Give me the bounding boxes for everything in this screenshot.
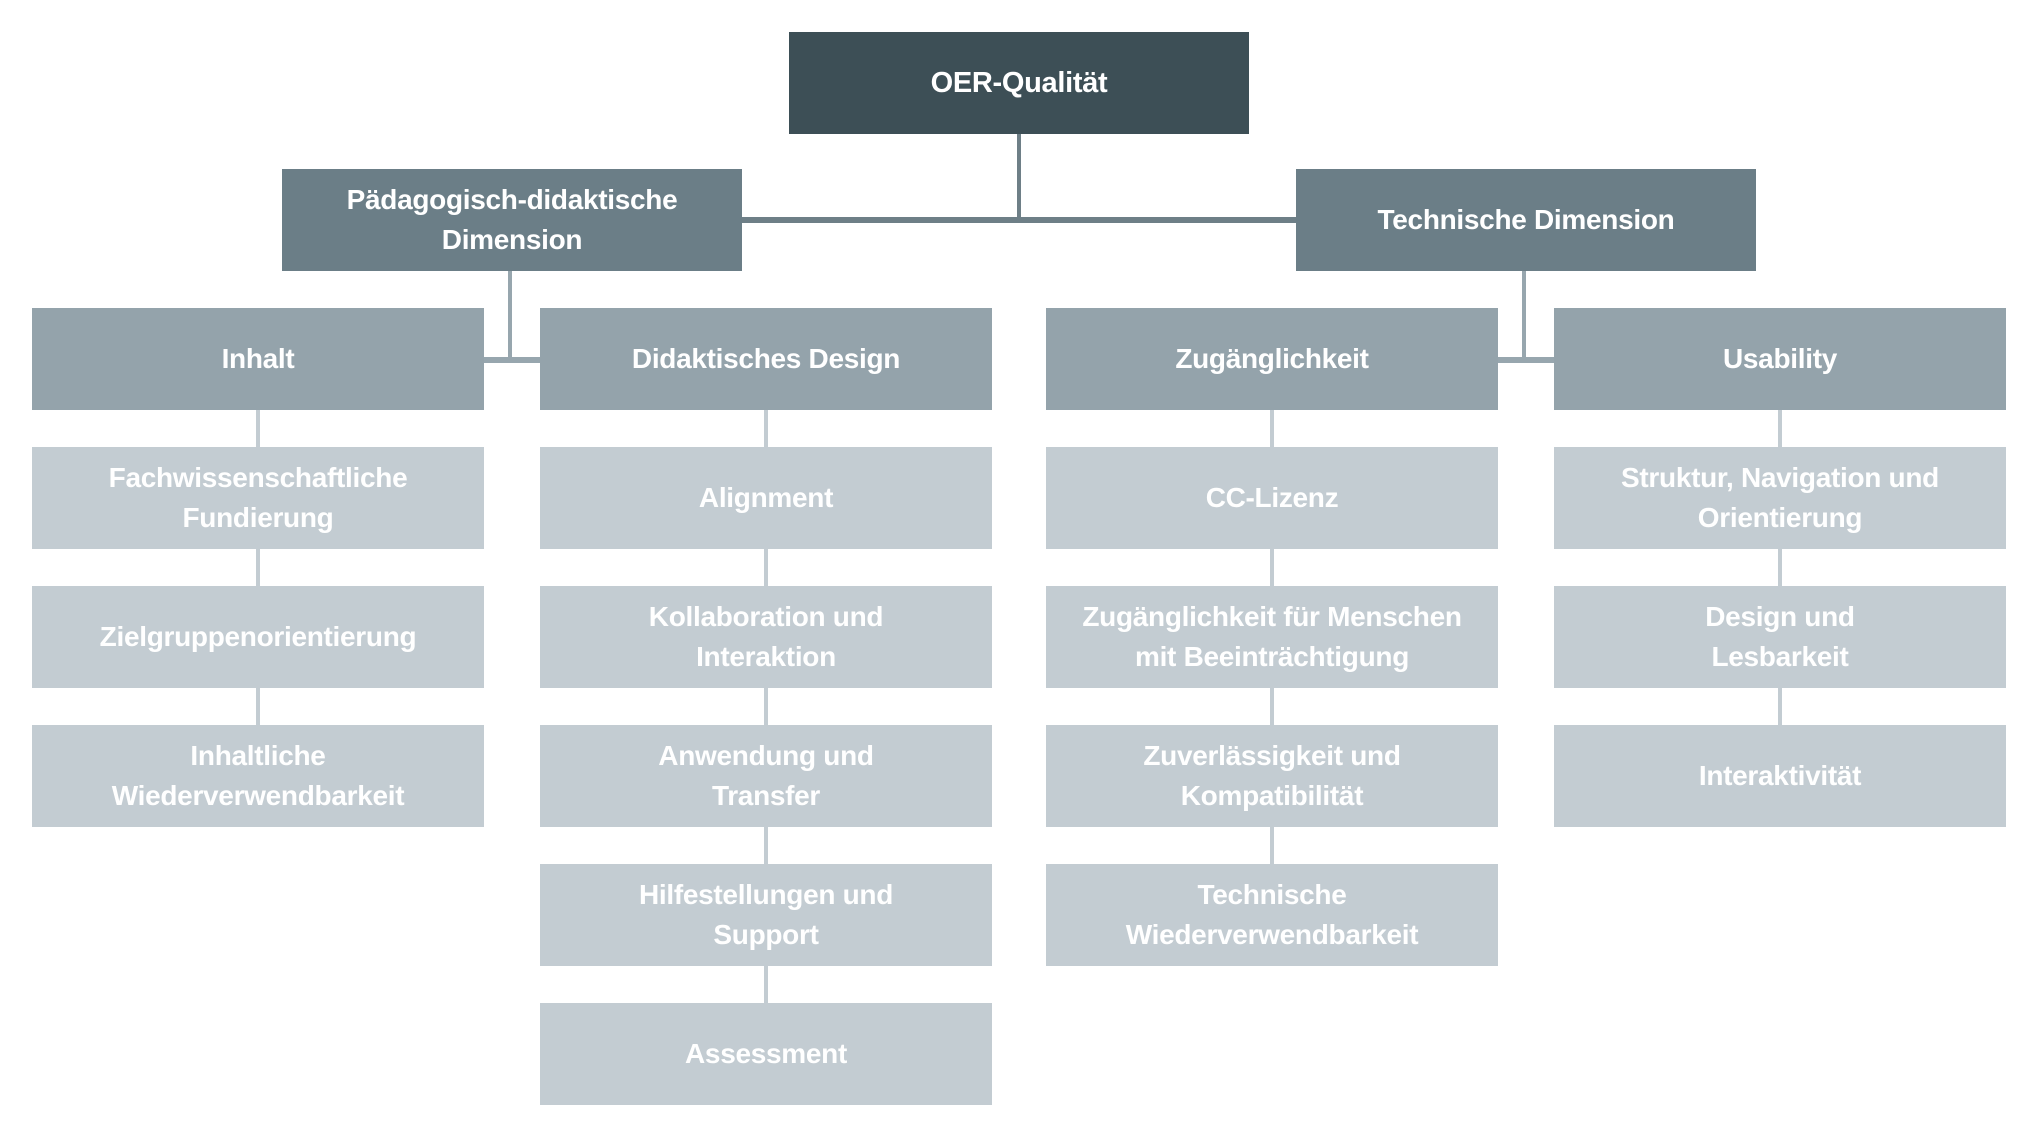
item-box-fachwissenschaftliche-fundierung: Fachwissenschaftliche Fundierung [32,447,484,549]
item-box-interaktivitaet: Interaktivität [1554,725,2006,827]
connector-col2-link-1 [764,410,768,447]
connector-zugaenglichkeit-usability-horizontal [1498,357,1554,363]
category-label: Zugänglichkeit [1175,343,1369,374]
connector-col4-link-3 [1778,688,1782,725]
item-label: Zuverlässigkeit und Kompatibilität [1143,740,1401,811]
connector-col3-link-3 [1270,688,1274,725]
item-box-zugaenglichkeit-fuer-menschen: Zugänglichkeit für Menschen mit Beeinträ… [1046,586,1498,688]
connector-dimensions-horizontal [742,217,1296,223]
category-label: Didaktisches Design [631,343,901,374]
item-label: Zugänglichkeit für Menschen mit Beeinträ… [1082,601,1462,672]
connector-technisch-vertical [1522,271,1526,357]
connector-paedagogisch-vertical [508,271,512,357]
item-label: Zielgruppenorientierung [99,621,417,652]
item-label: Technische Wiederverwendbarkeit [1125,879,1419,950]
connector-inhalt-didaktisch-horizontal [484,357,540,363]
connector-col2-link-5 [764,966,768,1003]
category-label: Usability [1722,343,1837,374]
item-label: CC-Lizenz [1205,482,1339,513]
item-box-zielgruppenorientierung: Zielgruppenorientierung [32,586,484,688]
root-label: OER-Qualität [930,67,1108,99]
item-label: Hilfestellungen und Support [638,879,894,950]
connector-col3-link-4 [1270,827,1274,864]
connector-col1-link-3 [256,688,260,725]
item-box-assessment: Assessment [540,1003,992,1105]
category-box-zugaenglichkeit: Zugänglichkeit [1046,308,1498,410]
item-box-inhaltliche-wiederverwendbarkeit: Inhaltliche Wiederverwendbarkeit [32,725,484,827]
root-box-oer-qualitaet: OER-Qualität [789,32,1249,134]
connector-col2-link-3 [764,688,768,725]
connector-col1-link-1 [256,410,260,447]
connector-col2-link-4 [764,827,768,864]
item-label: Interaktivität [1698,760,1862,791]
item-box-technische-wiederverwendbarkeit: Technische Wiederverwendbarkeit [1046,864,1498,966]
connector-col1-link-2 [256,549,260,586]
item-box-cc-lizenz: CC-Lizenz [1046,447,1498,549]
item-label: Inhaltliche Wiederverwendbarkeit [111,740,405,811]
dimension-label: Technische Dimension [1377,204,1675,235]
category-label: Inhalt [221,343,295,374]
category-box-inhalt: Inhalt [32,308,484,410]
item-box-anwendung-und-transfer: Anwendung und Transfer [540,725,992,827]
item-label: Design und Lesbarkeit [1705,601,1855,672]
connector-col4-link-1 [1778,410,1782,447]
dimension-label: Pädagogisch-didaktische Dimension [346,184,678,255]
item-label: Assessment [685,1038,847,1069]
item-label: Struktur, Navigation und Orientierung [1621,462,1939,533]
item-label: Kollaboration und Interaktion [648,601,884,672]
item-box-design-und-lesbarkeit: Design und Lesbarkeit [1554,586,2006,688]
category-box-didaktisches-design: Didaktisches Design [540,308,992,410]
dimension-box-paedagogisch-didaktisch: Pädagogisch-didaktische Dimension [282,169,742,271]
item-label: Anwendung und Transfer [658,740,874,811]
item-label: Alignment [698,482,834,513]
connector-col4-link-2 [1778,549,1782,586]
item-label: Fachwissenschaftliche Fundierung [108,462,408,533]
connector-col3-link-2 [1270,549,1274,586]
category-box-usability: Usability [1554,308,2006,410]
connector-col3-link-1 [1270,410,1274,447]
item-box-alignment: Alignment [540,447,992,549]
connector-col2-link-2 [764,549,768,586]
item-box-kollaboration-und-interaktion: Kollaboration und Interaktion [540,586,992,688]
item-box-hilfestellungen-und-support: Hilfestellungen und Support [540,864,992,966]
item-box-struktur-navigation-orientierung: Struktur, Navigation und Orientierung [1554,447,2006,549]
connector-root-vertical [1017,134,1021,217]
item-box-zuverlaessigkeit-und-kompatibilitaet: Zuverlässigkeit und Kompatibilität [1046,725,1498,827]
dimension-box-technisch: Technische Dimension [1296,169,1756,271]
